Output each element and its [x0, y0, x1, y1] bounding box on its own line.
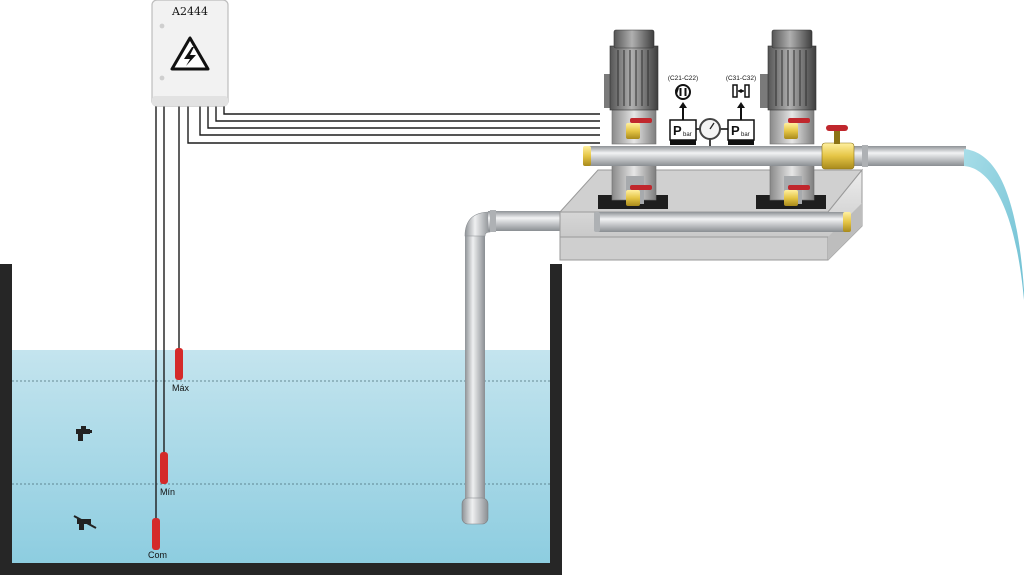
valve-handle-left-bottom — [630, 185, 652, 190]
pump-right-code: (C31-C32) — [726, 75, 756, 82]
alternation-icon: (C31-C32) — [726, 75, 756, 98]
high-voltage-icon — [170, 36, 210, 71]
pressure-sensor-right: P bar — [727, 119, 755, 145]
outlet-valve-handle — [826, 125, 848, 131]
signal-arrows — [679, 102, 745, 120]
pump-left-code: (C21-C22) — [668, 75, 698, 82]
tap-icon — [76, 426, 92, 441]
outlet-valve-body — [821, 142, 855, 170]
dry-running-icon — [73, 515, 97, 530]
float-max: Máx — [172, 348, 190, 393]
sensor-right-p: P — [731, 123, 740, 138]
water-body — [12, 350, 550, 563]
sensor-left-p: P — [673, 123, 682, 138]
control-panel: A2444 — [151, 0, 229, 107]
pressure-sensor-left: P bar — [669, 119, 697, 145]
float-com: Com — [148, 518, 167, 560]
control-cables — [155, 104, 600, 520]
panel-id-label: A2444 — [171, 5, 208, 18]
float-min: Mín — [160, 452, 175, 497]
valve-handle-right-bottom — [788, 185, 810, 190]
sensor-right-unit: bar — [741, 132, 750, 138]
discharge-manifold — [583, 125, 966, 170]
water-outflow — [964, 149, 1024, 300]
pump-right — [756, 29, 826, 209]
level-min-label: Mín — [160, 487, 175, 497]
pressure-gauge — [694, 118, 730, 146]
pump-left — [598, 29, 668, 209]
sensor-left-unit: bar — [683, 132, 692, 138]
rotation-icon: (C21-C22) — [668, 75, 698, 100]
suction-manifold — [594, 212, 851, 232]
valve-handle-right-top — [788, 118, 810, 123]
level-com-label: Com — [148, 550, 167, 560]
water-tank — [0, 264, 562, 575]
level-max-label: Máx — [172, 383, 190, 393]
valve-handle-left-top — [630, 118, 652, 123]
